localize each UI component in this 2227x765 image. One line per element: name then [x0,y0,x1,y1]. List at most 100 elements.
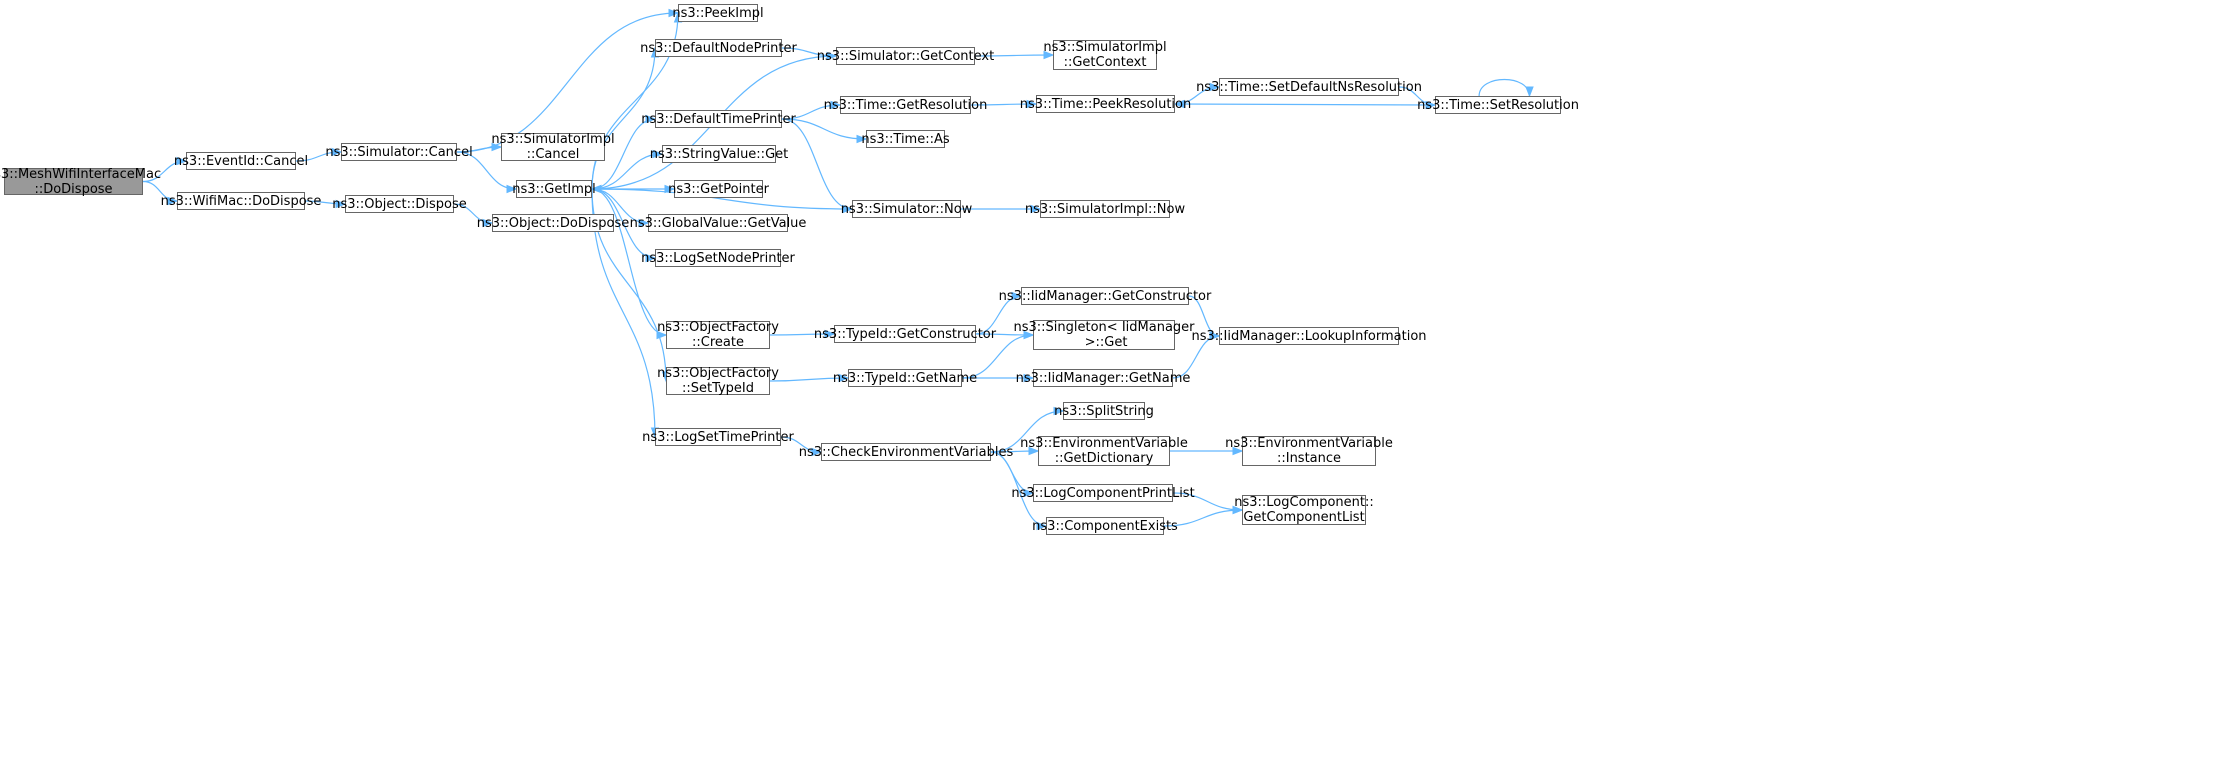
edge-arrowhead [1023,488,1035,498]
node-getptr[interactable]: ns3::GetPointer [668,180,769,198]
edge-arrowhead [1023,330,1035,340]
node-label: ns3::LogSetTimePrinter [642,429,794,445]
node-evcancel[interactable]: ns3::EventId::Cancel [174,152,308,170]
edge-arrowhead [176,156,188,166]
node-tidctor[interactable]: ns3::TypeId::GetConstructor [814,325,996,343]
node-simcancel[interactable]: ns3::Simulator::Cancel [325,143,473,161]
node-timeres[interactable]: ns3::Time::GetResolution [824,96,987,114]
node-root: ns3::MeshWifiInterfaceMac ::DoDispose [0,167,161,197]
node-label: ns3::PeekImpl [672,5,764,21]
edge-arrowhead [824,329,836,339]
edge-simnow-to-getimpl [591,188,853,210]
node-defnode[interactable]: ns3::DefaultNodePrinter [640,39,797,57]
node-timeas[interactable]: ns3::Time::As [861,130,950,148]
node-iidname[interactable]: ns3::IidManager::GetName [1016,369,1190,387]
node-label: ns3::Singleton< IidManager >::Get [1013,320,1195,350]
node-implctx[interactable]: ns3::SimulatorImpl ::GetContext [1043,40,1167,70]
node-label: ns3::TypeId::GetName [832,370,978,386]
node-label: ns3::Simulator::Now [840,201,973,217]
node-label: ns3::ObjectFactory ::Create [657,320,779,350]
edge-deftime-to-simnow [781,118,853,210]
node-label: ns3::LogSetNodePrinter [641,250,795,266]
node-label: ns3::WifiMac::DoDispose [160,193,322,209]
node-logtime[interactable]: ns3::LogSetTimePrinter [642,428,794,446]
edge-arrowhead [1209,331,1221,341]
node-gvget[interactable]: ns3::GlobalValue::GetValue [630,214,806,232]
edge-arrowhead [590,184,602,194]
node-tidname[interactable]: ns3::TypeId::GetName [833,369,977,387]
edge-simctx-to-implctx [974,54,1054,57]
node-label: ns3::Time::PeekResolution [1019,96,1192,112]
node-label: ns3::Time::SetResolution [1417,97,1579,113]
edge-arrowhead [1053,406,1065,416]
edge-tidname-to-singleton [961,334,1034,379]
node-label: ns3::Time::As [861,131,950,147]
node-logcomp[interactable]: ns3::LogComponent:: GetComponentList [1234,495,1374,525]
node-label: ns3::IidManager::GetConstructor [998,288,1212,304]
node-envdict[interactable]: ns3::EnvironmentVariable ::GetDictionary [1020,436,1188,466]
node-getimpl[interactable]: ns3::GetImpl [512,180,596,198]
node-label: ns3::EventId::Cancel [173,153,309,169]
edge-arrowhead [167,196,179,206]
node-label: ns3::SimulatorImpl ::Cancel [491,132,615,162]
node-iidctor[interactable]: ns3::IidManager::GetConstructor [999,287,1211,305]
edge-arrowhead [1011,291,1023,301]
node-wifidisp[interactable]: ns3::WifiMac::DoDispose [161,192,321,210]
node-ofcreate[interactable]: ns3::ObjectFactory ::Create [657,320,779,350]
edge-getimpl-to-strget [591,153,663,190]
node-timepeek[interactable]: ns3::Time::PeekResolution [1020,95,1191,113]
node-lognode[interactable]: ns3::LogSetNodePrinter [641,249,795,267]
node-checkenv[interactable]: ns3::CheckEnvironmentVariables [799,443,1013,461]
node-timedef[interactable]: ns3::Time::SetDefaultNsResolution [1196,78,1422,96]
node-strget[interactable]: ns3::StringValue::Get [650,145,788,163]
node-split[interactable]: ns3::SplitString [1054,402,1154,420]
edge-compexists-to-logcomp [1163,509,1243,527]
node-simnow[interactable]: ns3::Simulator::Now [841,200,972,218]
edge-arrowhead [335,199,347,209]
node-label: ns3::StringValue::Get [649,146,789,162]
edge-arrowhead [506,184,518,194]
edge-arrowhead [1028,446,1040,456]
edge-getimpl-to-ofcreate [591,188,667,336]
node-implnow[interactable]: ns3::SimulatorImpl::Now [1025,200,1185,218]
edge-arrowhead [811,447,823,457]
node-label: ns3::GetImpl [512,181,596,197]
edge-arrowhead [1026,99,1038,109]
edge-checkenv-to-split [990,410,1064,453]
node-ofsettype[interactable]: ns3::ObjectFactory ::SetTypeId [657,366,779,396]
node-label: ns3::IidManager::LookupInformation [1191,328,1427,344]
edge-arrowhead [645,253,657,263]
node-deftime[interactable]: ns3::DefaultTimePrinter [641,110,796,128]
edge-timeset-to-timepeek [1174,103,1436,106]
node-label: ns3::SplitString [1054,403,1154,419]
node-label: ns3::ObjectFactory ::SetTypeId [657,366,779,396]
node-compexists[interactable]: ns3::ComponentExists [1032,517,1178,535]
node-label: ns3::SimulatorImpl::Now [1024,201,1186,217]
node-label: ns3::ComponentExists [1032,518,1178,534]
node-implcancel[interactable]: ns3::SimulatorImpl ::Cancel [491,132,614,162]
node-label: ns3::CheckEnvironmentVariables [798,444,1014,460]
node-peekimpl[interactable]: ns3::PeekImpl [672,4,764,22]
edge-arrowhead [482,218,494,228]
node-objdisp[interactable]: ns3::Object::Dispose [332,195,467,213]
edge-arrowhead [652,149,664,159]
node-label: ns3::EnvironmentVariable ::GetDictionary [1020,436,1188,466]
node-label: ns3::Time::GetResolution [823,97,988,113]
node-label: ns3::IidManager::GetName [1015,370,1191,386]
edge-arrowhead [856,134,868,144]
node-timeset[interactable]: ns3::Time::SetResolution [1417,96,1579,114]
node-envinst[interactable]: ns3::EnvironmentVariable ::Instance [1225,436,1393,466]
node-objdodisp[interactable]: ns3::Object::DoDispose [477,214,629,232]
edge-ofsettype-to-tidname [769,377,849,382]
edge-getimpl-to-defnode [591,47,656,190]
node-label: ns3::LogComponent:: GetComponentList [1234,495,1374,525]
node-singleton[interactable]: ns3::Singleton< IidManager >::Get [1014,320,1195,350]
node-label: ns3::LogComponentPrintList [1011,485,1195,501]
node-simctx[interactable]: ns3::Simulator::GetContext [817,47,994,65]
edge-arrowhead [1036,521,1048,531]
edge-arrowhead [668,8,680,18]
node-logprint[interactable]: ns3::LogComponentPrintList [1011,484,1195,502]
node-lookup[interactable]: ns3::IidManager::LookupInformation [1191,327,1427,345]
edge-arrowhead [830,100,842,110]
